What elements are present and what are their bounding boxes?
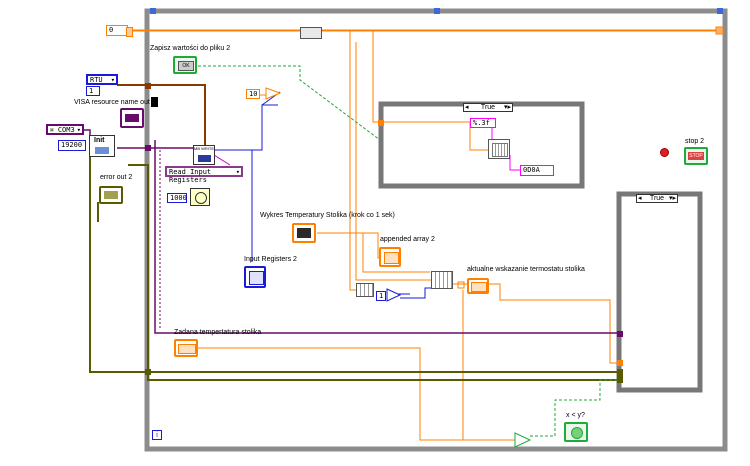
thermostat-label: aktualne wskazanie termostatu stolika	[467, 266, 585, 273]
appended-array-label: appended array 2	[380, 236, 435, 243]
ten-value: 10	[249, 90, 258, 98]
tunnel-case-2-olive	[617, 369, 623, 383]
build-array-node-2[interactable]	[431, 271, 453, 289]
case-structure-2	[616, 191, 703, 393]
case2-next-chevron-icon: ▾▸	[668, 195, 676, 202]
bool-led-icon	[571, 427, 583, 439]
eol-constant[interactable]: 0D0A	[520, 165, 554, 176]
com-chevron-icon: ▾	[76, 126, 81, 134]
one-value: 1	[379, 292, 384, 300]
increment-node	[265, 87, 282, 100]
format-node-icon	[492, 143, 508, 157]
save-to-file-button[interactable]: OK	[173, 56, 197, 74]
read-mode-value: Read Input Registers	[169, 168, 212, 184]
case-selector-1[interactable]: ◂ True ▾▸	[463, 103, 513, 112]
loop-arrow-mid	[434, 8, 440, 14]
read-mode-chevron-icon: ▾	[235, 168, 240, 176]
array-icon	[384, 252, 399, 264]
tunnel-orange-top-right	[715, 26, 724, 35]
thermostat-indicator	[467, 278, 489, 294]
input-registers-label: Input Registers 2	[244, 256, 297, 263]
u16-array-icon	[249, 271, 264, 285]
case-prev-icon: ◂	[465, 104, 469, 111]
visa-out-chevron	[151, 97, 158, 107]
ok-button-face: OK	[178, 61, 194, 71]
while-loop-frame	[144, 8, 728, 452]
stop-label: stop 2	[685, 138, 705, 145]
tunnel-case-1	[378, 120, 384, 126]
eol-value: 0D0A	[523, 166, 540, 174]
com-value: COM3	[57, 126, 75, 134]
tunnel-brown	[145, 83, 151, 89]
rtu-enum[interactable]: RTU ▾	[86, 74, 118, 85]
wait-ms-vi[interactable]	[190, 188, 210, 206]
init-icon	[95, 147, 109, 154]
ten-constant[interactable]: 10	[246, 89, 260, 99]
init-label: Init	[94, 137, 105, 144]
error-out-label: error out 2	[100, 174, 133, 181]
compare-label: x < y?	[566, 412, 585, 419]
tunnel-case-2-purple	[617, 331, 623, 337]
modbus-vi-icon	[198, 155, 211, 162]
rtu-index: 1	[86, 86, 100, 96]
chevron-down-icon: ▾	[110, 76, 115, 84]
zero-spinner	[126, 27, 133, 37]
visa-glyph-icon: ⌘	[50, 127, 54, 134]
less-than-node	[514, 432, 532, 448]
wait-value: 1000	[170, 194, 187, 202]
visa-out-label: VISA resource name out 2	[74, 99, 156, 106]
tunnel-purple	[145, 145, 151, 151]
modbus-vi-label: MB WRITE	[194, 146, 214, 151]
error-out-indicator	[99, 186, 123, 204]
case-selector-2-value: True	[649, 195, 665, 202]
baud-value: 19200	[61, 141, 83, 149]
setpoint-control[interactable]	[174, 339, 198, 357]
format-value: %.3f	[473, 119, 490, 127]
one-constant[interactable]: 1	[376, 291, 386, 301]
modbus-read-vi[interactable]: MB WRITE	[193, 145, 215, 165]
setpoint-label: Zadana tempertatura stolika	[174, 329, 262, 336]
junction-orange	[457, 281, 465, 289]
setpoint-numeric-icon	[178, 344, 196, 354]
format-into-string-node[interactable]	[488, 139, 510, 159]
loop-arrow-left	[150, 8, 156, 14]
visa-icon	[125, 114, 139, 122]
case-selector-2[interactable]: ◂ True ▾▸	[636, 194, 678, 203]
loop-iteration-terminal: i	[152, 430, 162, 440]
save-to-file-label: Zapisz wartości do pliku 2	[150, 45, 231, 52]
input-registers-indicator	[244, 266, 266, 288]
chart-title-label: Wykres Temperatury Stolika (krok co 1 se…	[260, 212, 395, 219]
zero-constant[interactable]: 0	[106, 25, 133, 37]
rtu-enum-value: RTU	[90, 76, 103, 84]
tunnel-case-2-orange	[617, 360, 623, 366]
com-resource-control[interactable]: ⌘ COM3 ▾	[46, 124, 84, 135]
case-next-chevron-icon: ▾▸	[503, 104, 511, 111]
init-vi[interactable]: Init	[89, 135, 115, 157]
compare-indicator	[564, 422, 588, 442]
temperature-chart-indicator	[292, 223, 316, 243]
read-mode-enum[interactable]: Read Input Registers ▾	[165, 166, 243, 184]
index-array-node-1[interactable]	[356, 283, 374, 297]
appended-array-indicator	[379, 247, 401, 267]
tunnel-olive-1	[145, 369, 151, 375]
stop-terminal-icon	[660, 148, 669, 157]
build-array-top[interactable]	[300, 27, 322, 39]
rtu-index-value: 1	[89, 87, 94, 95]
format-string-constant[interactable]: %.3f	[470, 118, 496, 128]
loop-arrow-right	[717, 8, 723, 14]
case2-prev-icon: ◂	[638, 195, 642, 202]
clock-icon	[195, 192, 207, 204]
chart-icon	[297, 228, 311, 238]
stop-button-face: STOP	[688, 152, 704, 160]
wait-constant[interactable]: 1000	[167, 193, 187, 203]
baud-constant[interactable]: 19200	[58, 140, 86, 151]
stop-button[interactable]: STOP	[684, 147, 708, 165]
multiply-node	[386, 288, 402, 302]
visa-out-indicator	[120, 108, 144, 128]
error-cluster-icon	[104, 191, 118, 199]
case-selector-1-value: True	[480, 104, 496, 111]
zero-constant-value: 0	[109, 26, 114, 34]
dbl-numeric-icon	[471, 282, 487, 292]
